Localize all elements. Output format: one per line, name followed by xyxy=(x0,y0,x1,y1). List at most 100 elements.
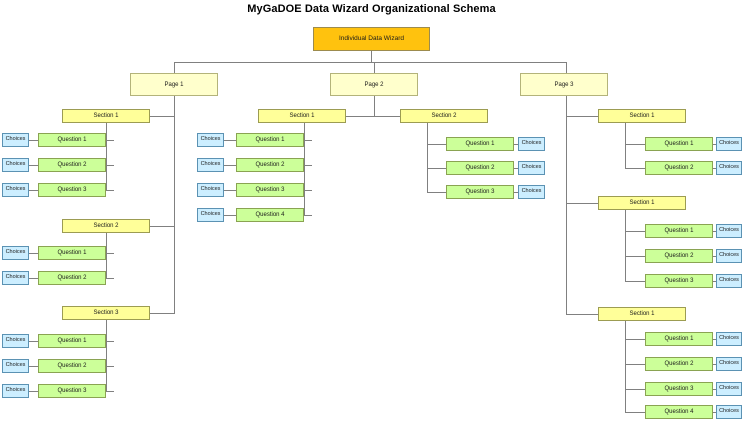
connector-p3s3-stub-q3 xyxy=(625,389,645,390)
node-choices-12[interactable]: Choices xyxy=(197,208,224,222)
node-choices-6[interactable]: Choices xyxy=(2,334,29,348)
connector-p2s2-q3-choices xyxy=(514,192,519,193)
node-choices-22[interactable]: Choices xyxy=(716,357,742,371)
connector-page-1-to-section-3 xyxy=(150,313,175,314)
connector-p3s1-stub-q1 xyxy=(625,144,645,145)
connector-p3s1-spine xyxy=(625,123,626,168)
node-page-1[interactable]: Page 1 xyxy=(130,73,218,96)
node-question-5[interactable]: Question 2 xyxy=(38,271,106,285)
node-question-12[interactable]: Question 4 xyxy=(236,208,304,222)
connector-p3s3-stub-q1 xyxy=(625,339,645,340)
node-section-8[interactable]: Section 1 xyxy=(598,307,686,321)
connector-section-2-left-spine xyxy=(106,233,107,278)
node-question-9[interactable]: Question 1 xyxy=(236,133,304,147)
connector-p3s3-q3-choices xyxy=(713,389,716,390)
node-individual-data-wizard[interactable]: Individual Data Wizard xyxy=(313,27,430,51)
connector-root-to-bus xyxy=(371,51,372,62)
node-question-6[interactable]: Question 1 xyxy=(38,334,106,348)
node-question-24[interactable]: Question 4 xyxy=(645,405,713,419)
node-question-4[interactable]: Question 1 xyxy=(38,246,106,260)
node-choices-13[interactable]: Choices xyxy=(518,137,545,151)
connector-page-1-spine xyxy=(174,96,175,313)
connector-p3s3-q1-choices xyxy=(713,339,716,340)
node-question-19[interactable]: Question 2 xyxy=(645,249,713,263)
node-choices-4[interactable]: Choices xyxy=(2,246,29,260)
connector-p3s2-q3-choices xyxy=(713,281,716,282)
connector-p2s1-stub-q2 xyxy=(304,165,312,166)
node-choices-17[interactable]: Choices xyxy=(716,161,742,175)
node-section-3[interactable]: Section 3 xyxy=(62,306,150,320)
connector-p3s2-q1-choices xyxy=(713,231,716,232)
node-choices-19[interactable]: Choices xyxy=(716,249,742,263)
connector-p2s1-q3-choices xyxy=(224,190,236,191)
node-question-22[interactable]: Question 2 xyxy=(645,357,713,371)
connector-p3s3-stub-q4 xyxy=(625,412,645,413)
node-question-3[interactable]: Question 3 xyxy=(38,183,106,197)
node-choices-8[interactable]: Choices xyxy=(2,384,29,398)
node-question-13[interactable]: Question 1 xyxy=(446,137,514,151)
connector-p3s2-stub-q3 xyxy=(625,281,645,282)
node-question-11[interactable]: Question 3 xyxy=(236,183,304,197)
connector-p2-section-2-spine xyxy=(427,123,428,193)
node-section-2[interactable]: Section 2 xyxy=(62,219,150,233)
connector-p3s3-stub-q2 xyxy=(625,364,645,365)
node-section-4[interactable]: Section 1 xyxy=(258,109,346,123)
node-question-7[interactable]: Question 2 xyxy=(38,359,106,373)
node-choices-23[interactable]: Choices xyxy=(716,382,742,396)
connector-s1-stub-q1 xyxy=(106,140,114,141)
connector-s1-q1-choices xyxy=(29,140,38,141)
node-question-1[interactable]: Question 1 xyxy=(38,133,106,147)
node-choices-16[interactable]: Choices xyxy=(716,137,742,151)
node-question-23[interactable]: Question 3 xyxy=(645,382,713,396)
node-question-10[interactable]: Question 2 xyxy=(236,158,304,172)
node-choices-9[interactable]: Choices xyxy=(197,133,224,147)
node-question-16[interactable]: Question 1 xyxy=(645,137,713,151)
connector-s1-q3-choices xyxy=(29,190,38,191)
node-section-7[interactable]: Section 1 xyxy=(598,196,686,210)
connector-p3s3-q4-choices xyxy=(713,412,716,413)
node-section-6[interactable]: Section 1 xyxy=(598,109,686,123)
node-choices-11[interactable]: Choices xyxy=(197,183,224,197)
connector-p2-section-1-spine xyxy=(304,123,305,215)
connector-s3-q3-choices xyxy=(29,391,38,392)
node-page-3[interactable]: Page 3 xyxy=(520,73,608,96)
node-question-8[interactable]: Question 3 xyxy=(38,384,106,398)
node-question-17[interactable]: Question 2 xyxy=(645,161,713,175)
node-choices-24[interactable]: Choices xyxy=(716,405,742,419)
node-choices-2[interactable]: Choices xyxy=(2,158,29,172)
node-question-21[interactable]: Question 1 xyxy=(645,332,713,346)
connector-s3-q1-choices xyxy=(29,341,38,342)
connector-p2s2-stub-q2 xyxy=(427,168,446,169)
node-question-20[interactable]: Question 3 xyxy=(645,274,713,288)
connector-p2s1-stub-q4 xyxy=(304,215,312,216)
node-question-15[interactable]: Question 3 xyxy=(446,185,514,199)
connector-page-3-spine xyxy=(566,96,567,314)
node-choices-18[interactable]: Choices xyxy=(716,224,742,238)
connector-p3s1-stub-q2 xyxy=(625,168,645,169)
connector-s1-q2-choices xyxy=(29,165,38,166)
node-choices-10[interactable]: Choices xyxy=(197,158,224,172)
connector-p3s1-q2-choices xyxy=(713,168,716,169)
node-question-18[interactable]: Question 1 xyxy=(645,224,713,238)
node-choices-3[interactable]: Choices xyxy=(2,183,29,197)
node-choices-1[interactable]: Choices xyxy=(2,133,29,147)
node-choices-20[interactable]: Choices xyxy=(716,274,742,288)
connector-section-3-left-spine xyxy=(106,320,107,391)
node-question-14[interactable]: Question 2 xyxy=(446,161,514,175)
node-choices-5[interactable]: Choices xyxy=(2,271,29,285)
connector-page-2-split xyxy=(346,116,400,117)
node-page-2[interactable]: Page 2 xyxy=(330,73,418,96)
node-choices-21[interactable]: Choices xyxy=(716,332,742,346)
node-question-2[interactable]: Question 2 xyxy=(38,158,106,172)
node-section-5[interactable]: Section 2 xyxy=(400,109,488,123)
connector-page-1-to-section-1 xyxy=(150,116,175,117)
node-section-1[interactable]: Section 1 xyxy=(62,109,150,123)
connector-s1-stub-q2 xyxy=(106,165,114,166)
node-choices-7[interactable]: Choices xyxy=(2,359,29,373)
connector-page-1-to-section-2 xyxy=(150,226,175,227)
node-choices-14[interactable]: Choices xyxy=(518,161,545,175)
connector-bus-to-page-2 xyxy=(374,62,375,73)
connector-s3-stub-q2 xyxy=(106,366,114,367)
node-choices-15[interactable]: Choices xyxy=(518,185,545,199)
